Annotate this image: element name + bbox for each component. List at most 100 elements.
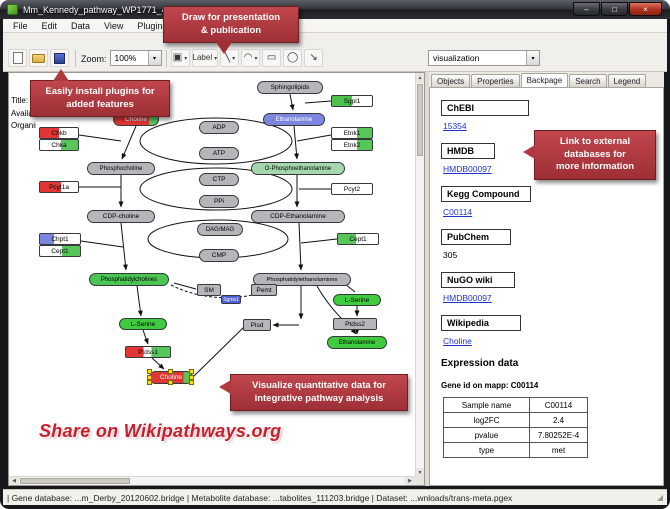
zoom-combobox[interactable]: 100% ▾: [109, 50, 162, 66]
tab-backpage[interactable]: Backpage: [520, 73, 569, 87]
node-sgpl1[interactable]: Sgpl1: [331, 95, 373, 107]
node-dag-mag[interactable]: DAG/MAG: [197, 223, 243, 236]
database-link[interactable]: C00114: [443, 207, 473, 217]
menu-file[interactable]: File: [13, 20, 28, 31]
selection-handle[interactable]: [168, 369, 173, 374]
node-cept1[interactable]: Cept1: [337, 233, 379, 245]
node-pisd[interactable]: Pisd: [243, 319, 271, 331]
node-chpt1[interactable]: Chpt1: [39, 233, 81, 245]
selection-handle[interactable]: [168, 380, 173, 385]
resize-grip[interactable]: ◢: [656, 493, 663, 502]
canvas-vertical-scrollbar[interactable]: ▲ ▼: [415, 73, 424, 478]
selection-handle[interactable]: [147, 369, 152, 374]
database-link[interactable]: 15354: [443, 121, 467, 131]
node-ppi[interactable]: PPi: [199, 195, 239, 208]
open-button[interactable]: [29, 49, 48, 67]
canvas-horizontal-scrollbar[interactable]: ◀ ▶: [9, 476, 415, 485]
share-text: Share on Wikipathways.org: [39, 421, 282, 441]
tab-properties[interactable]: Properties: [471, 74, 520, 87]
pathway-info-line: Organis: [11, 121, 36, 130]
node-ptdss1[interactable]: Ptdss1: [125, 346, 171, 358]
menu-data[interactable]: Data: [71, 20, 91, 31]
minimize-button[interactable]: –: [573, 2, 600, 16]
node-pcyt2[interactable]: Pcyt2: [331, 183, 373, 195]
menu-bar: FileEditDataViewPluginsHelp: [3, 19, 667, 33]
selection-handle[interactable]: [147, 374, 152, 380]
node-etnk1[interactable]: Etnk1: [331, 127, 373, 139]
datanode-tool-button[interactable]: ▣▾: [170, 49, 190, 67]
maximize-button[interactable]: □: [601, 2, 628, 16]
tab-legend[interactable]: Legend: [607, 74, 647, 87]
chevron-down-icon[interactable]: ▾: [147, 51, 161, 65]
node-ptdss2[interactable]: Ptdss2: [333, 318, 377, 330]
node-choline[interactable]: Choline: [147, 369, 194, 385]
node-ethanolamine[interactable]: Ethanolamine: [263, 113, 325, 126]
database-value: 305: [443, 250, 458, 260]
node-sphingolipids[interactable]: Sphingolipids: [257, 81, 323, 94]
database-link[interactable]: HMDB00097: [443, 164, 492, 174]
tab-search[interactable]: Search: [569, 74, 607, 87]
node-adp[interactable]: ADP: [199, 121, 239, 134]
save-button[interactable]: [50, 49, 69, 67]
arc-tool-button[interactable]: ◠▾: [241, 49, 261, 67]
arrow-tool-button[interactable]: ↘: [304, 49, 324, 67]
scroll-down-icon[interactable]: ▼: [416, 468, 424, 478]
database-link[interactable]: Choline: [443, 336, 472, 346]
open-folder-icon: [32, 53, 45, 63]
node-cmp[interactable]: CMP: [199, 249, 239, 262]
close-button[interactable]: ×: [629, 2, 662, 16]
rectangle-tool-icon: ▭: [266, 52, 277, 63]
scroll-left-icon[interactable]: ◀: [9, 477, 19, 485]
node-sm[interactable]: SM: [197, 284, 221, 296]
horizontal-scroll-thumb[interactable]: [20, 478, 130, 484]
callout-arrow: [523, 145, 535, 159]
label-tool-button[interactable]: Label▾: [191, 49, 219, 67]
node-l-serine[interactable]: L-Serine: [119, 318, 167, 330]
node-ctp[interactable]: CTP: [199, 173, 239, 186]
node-chka[interactable]: Chka: [39, 139, 79, 151]
selection-handle[interactable]: [189, 369, 194, 374]
tab-objects[interactable]: Objects: [431, 74, 471, 87]
database-link[interactable]: HMDB00097: [443, 293, 492, 303]
vertical-scroll-thumb[interactable]: [417, 84, 423, 156]
node-phosphatidylcholines[interactable]: Phosphatidylcholines: [89, 273, 169, 286]
title-bar[interactable]: Mm_Kennedy_pathway_WP1771_45176.gp... – …: [0, 0, 670, 19]
node-etnk2[interactable]: Etnk2: [331, 139, 373, 151]
node-atp[interactable]: ATP: [199, 147, 239, 160]
node-cept1[interactable]: Cept1: [39, 245, 81, 257]
node-ethanolamine[interactable]: Ethanolamine: [327, 336, 387, 349]
node-cdp-choline[interactable]: CDP-choline: [87, 210, 155, 223]
table-cell: 7.80252E-4: [529, 427, 588, 443]
rectangle-tool-button[interactable]: ▭: [262, 49, 282, 67]
menu-view[interactable]: View: [104, 20, 124, 31]
database-header: HMDB: [441, 143, 495, 159]
node-pcyt1a[interactable]: Pcyt1a: [39, 181, 79, 193]
selection-handle[interactable]: [147, 380, 152, 385]
node-phosphocholine[interactable]: Phosphocholine: [87, 162, 155, 175]
panel-splitter[interactable]: [425, 72, 429, 486]
selection-handle[interactable]: [189, 374, 194, 380]
datanode-tool-icon: ▣: [172, 52, 183, 63]
node-l-serine[interactable]: L-Serine: [333, 294, 381, 306]
new-file-button[interactable]: [8, 49, 27, 67]
node-phosphatidylethanolamines[interactable]: Phosphatidylethanolamines: [253, 273, 351, 286]
chevron-down-icon[interactable]: ▾: [526, 51, 539, 65]
ellipse-tool-button[interactable]: ◯: [283, 49, 303, 67]
node-chkb[interactable]: Chkb: [39, 127, 79, 139]
selection-handle[interactable]: [189, 380, 194, 385]
node-pemt[interactable]: Pemt: [251, 284, 277, 296]
gene-id-line: Gene id on mapp: C00114: [441, 381, 539, 390]
scroll-up-icon[interactable]: ▲: [416, 73, 424, 83]
menu-plugins[interactable]: Plugins: [137, 20, 167, 31]
visualization-combobox[interactable]: visualization ▾: [428, 50, 540, 66]
pathway-canvas[interactable]: Title:AvailabOrganis: [8, 72, 425, 486]
node-cdp-ethanolamine[interactable]: CDP-Ethanolamine: [251, 210, 345, 223]
menu-edit[interactable]: Edit: [41, 20, 58, 31]
pathway-edges: [78, 93, 360, 378]
scroll-right-icon[interactable]: ▶: [405, 477, 415, 485]
node-sgms1[interactable]: Sgms1: [221, 295, 241, 304]
node-o-phosphoethanolamine[interactable]: O-Phosphoethanolamine: [251, 162, 345, 175]
callout-text: more information: [555, 161, 635, 172]
